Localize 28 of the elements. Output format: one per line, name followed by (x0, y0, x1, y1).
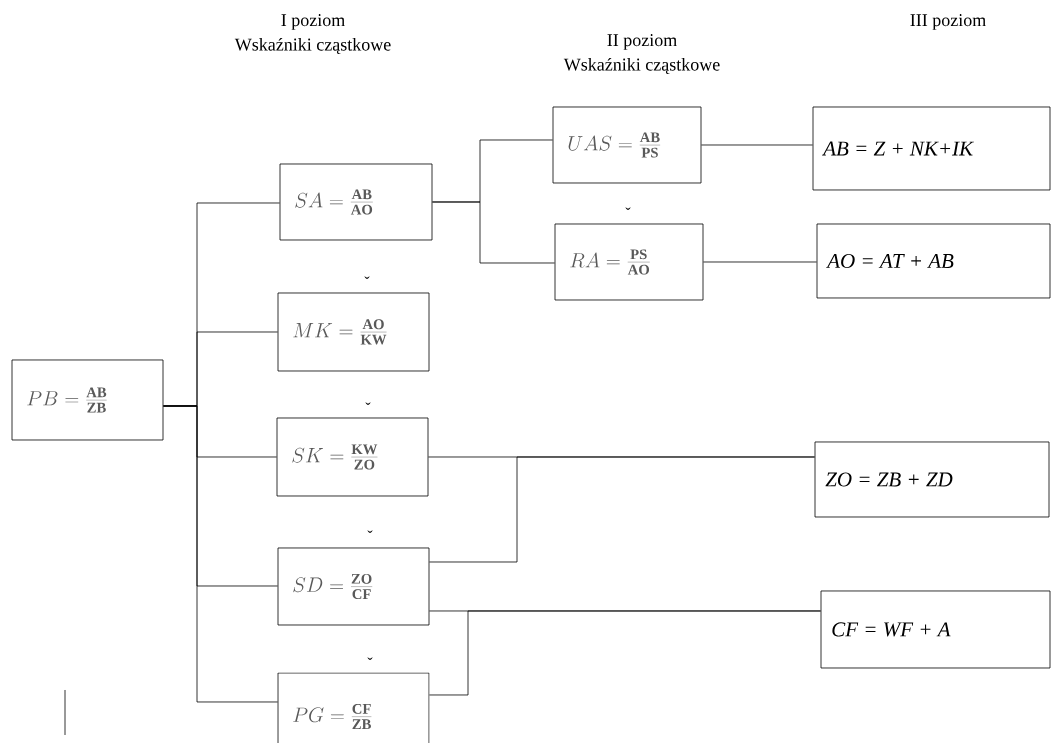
level-heading: Wskaźniki cząstkowe (234, 37, 391, 54)
equation-box: CF = WF + A (820, 590, 1051, 669)
formula-box: $SK=\frac{\mathbf{KW}}{\mathbf{ZO}}$ (276, 417, 429, 497)
caron-mark: ˇ (625, 207, 631, 210)
connector-line (163, 405, 278, 703)
formula-box: $MK=\frac{\mathbf{AO}}{\mathbf{KW}}$ (277, 292, 430, 372)
formula-box: $RA=\frac{\mathbf{PS}}{\mathbf{AO}}$ (554, 223, 704, 301)
equation-box: ZO = ZB + ZD (814, 441, 1050, 518)
equation-box: AO = AT + AB (816, 223, 1051, 299)
caron-mark: ˇ (364, 276, 370, 279)
formula-box: $SA=\frac{\mathbf{AB}}{\mathbf{AO}}$ (279, 163, 433, 241)
connector-line (703, 261, 817, 263)
equation-box: AB = Z + NK+IK (812, 106, 1051, 191)
connector-line (429, 610, 821, 696)
formula-box: $UAS=\frac{\mathbf{AB}}{\mathbf{PS}}$ (552, 106, 702, 184)
formula-box: $PB=\frac{\mathbf{AB}}{\mathbf{ZB}}$ (11, 359, 164, 441)
level-heading: Wskaźniki cząstkowe (563, 57, 720, 74)
level-heading: II poziom (607, 34, 677, 50)
connector-line (701, 144, 813, 146)
connector-line (429, 456, 815, 563)
caron-mark: ˇ (367, 657, 373, 660)
formula-box: $SD=\frac{\mathbf{ZO}}{\mathbf{CF}}$ (277, 547, 430, 626)
level-heading: III poziom (910, 14, 986, 30)
formula-box: $PG=\frac{\mathbf{CF}}{\mathbf{ZB}}$ (277, 672, 430, 743)
caron-mark: ˇ (365, 402, 371, 405)
level-heading: I poziom (281, 14, 345, 30)
connector-line (432, 201, 555, 264)
caron-mark: ˇ (367, 530, 373, 533)
